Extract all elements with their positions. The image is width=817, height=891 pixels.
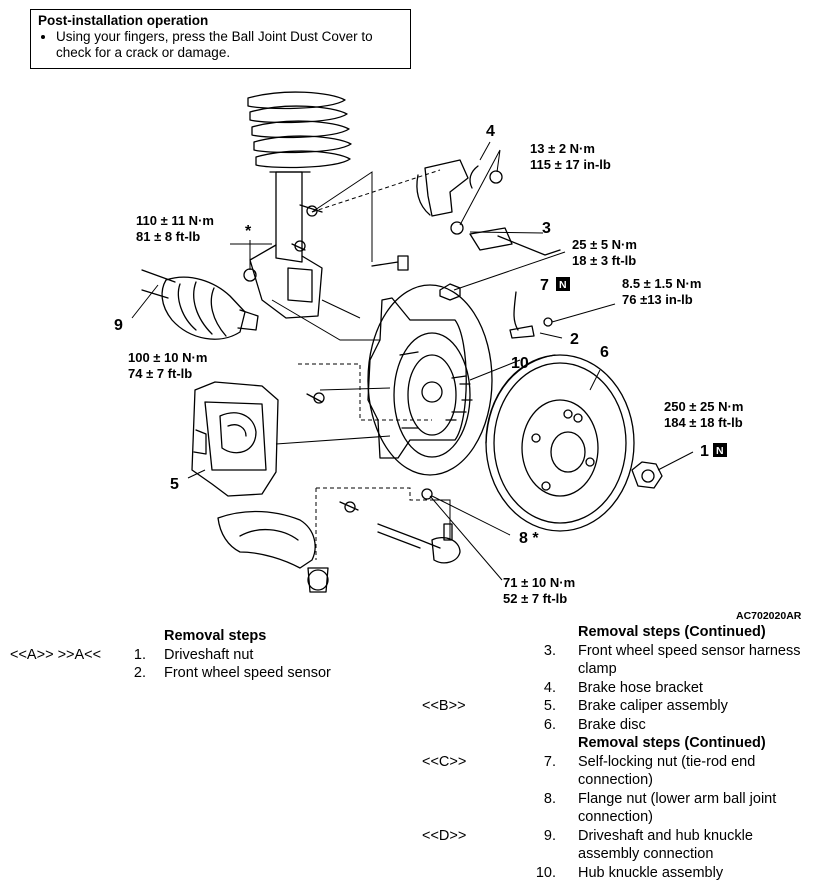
list-item: <<A>> >>A<< 1. Driveshaft nut <box>0 646 360 665</box>
list-item: 6. Brake disc <box>0 716 817 735</box>
post-installation-note: Post-installation operation Using your f… <box>30 9 411 69</box>
removal-steps-right: Removal steps (Continued) 3. Front wheel… <box>0 623 817 882</box>
step-number: 1. <box>133 646 146 663</box>
callout-5: 5 <box>170 476 179 493</box>
step-number: 3. <box>543 642 556 659</box>
new-part-mark-1: N <box>716 445 724 457</box>
torque-arm-ft: 52 ± 7 ft-lb <box>503 591 567 606</box>
speed-sensor-drawing <box>509 291 553 339</box>
note-title: Post-installation operation <box>38 13 209 28</box>
hub-knuckle-drawing <box>339 284 493 513</box>
step-number: 2. <box>133 665 146 681</box>
new-part-badge-7: N <box>556 277 570 291</box>
torque-sensor-in: 76 ±13 in-lb <box>622 292 693 307</box>
strut-body-drawing <box>249 171 323 319</box>
callout-1: 1 <box>700 443 709 460</box>
step-text: Hub knuckle assembly <box>578 864 724 881</box>
driveshaft-nut-drawing <box>631 461 663 489</box>
step-ref: <<D>> <box>422 827 467 844</box>
list-item: 10. Hub knuckle assembly <box>0 864 817 883</box>
step-number: 8. <box>543 790 556 807</box>
removal-steps-left: Removal steps <<A>> >>A<< 1. Driveshaft … <box>0 627 360 683</box>
removal-steps-continued-header-2: Removal steps (Continued) <box>578 735 766 751</box>
lower-arm-drawing <box>217 510 329 593</box>
list-item: 2. Front wheel speed sensor <box>0 664 360 683</box>
list-item: 4. Brake hose bracket <box>0 679 817 698</box>
tie-rod-end-drawing <box>377 523 461 564</box>
torque-bracket-nm: 13 ± 2 N·m <box>530 141 595 156</box>
torque-bracket-in: 115 ± 17 in-lb <box>530 157 611 172</box>
removal-steps-continued-header: Removal steps (Continued) <box>578 624 766 640</box>
step-ref: <<A>> >>A<< <box>10 646 102 663</box>
torque-hub-nm: 250 ± 25 N·m <box>664 399 743 414</box>
callout-3: 3 <box>542 220 551 237</box>
list-item: 8. Flange nut (lower arm ball joint conn… <box>0 790 817 827</box>
step-text: Driveshaft nut <box>164 646 254 663</box>
callout-10: 10 <box>511 355 529 372</box>
torque-nut7-ft: 18 ± 3 ft-lb <box>572 253 636 268</box>
removal-steps-header: Removal steps <box>164 628 267 644</box>
list-item: <<B>> 5. Brake caliper assembly <box>0 697 817 716</box>
step-ref: <<C>> <box>422 753 467 770</box>
new-part-badge-1: N <box>713 443 727 457</box>
note-bullet: Using your fingers, press the Ball Joint… <box>56 29 403 61</box>
driveshaft-drawing <box>141 269 259 340</box>
brake-disc-drawing <box>485 354 635 532</box>
step-number: 10. <box>535 864 556 881</box>
step-text: Front wheel speed sensor <box>164 665 331 681</box>
callout-6: 6 <box>600 344 609 361</box>
list-item: 3. Front wheel speed sensor harness clam… <box>0 642 817 679</box>
callout-2: 2 <box>570 331 579 348</box>
torque-caliper-ft: 74 ± 7 ft-lb <box>128 366 192 381</box>
coil-spring-drawing <box>247 91 352 169</box>
step-text: Brake hose bracket <box>578 679 703 696</box>
brake-hose-bracket-drawing <box>416 159 561 256</box>
list-item: <<D>> 9. Driveshaft and hub knuckle asse… <box>0 827 817 864</box>
callout-9: 9 <box>114 317 123 334</box>
step-text: Front wheel speed sensor harness clamp <box>578 642 801 678</box>
callout-4: 4 <box>486 123 495 140</box>
torque-caliper-nm: 100 ± 10 N·m <box>128 350 207 365</box>
new-part-mark-7: N <box>559 279 567 291</box>
step-number: 5. <box>543 698 556 714</box>
torque-sensor-nm: 8.5 ± 1.5 N·m <box>622 276 701 291</box>
brake-caliper-drawing <box>191 381 325 497</box>
step-text: Brake caliper assembly <box>578 698 728 714</box>
step-ref: <<B>> <box>422 698 466 714</box>
step-text: Self-locking nut (tie-rod end connection… <box>578 753 756 789</box>
torque-hub-ft: 184 ± 18 ft-lb <box>664 415 743 430</box>
callout-8: 8 * <box>519 530 539 547</box>
exploded-view-diagram: 4 3 7 N 2 6 10 1 N 9 5 8 * * 13 ± 2 N·m … <box>114 91 802 622</box>
torque-nut7-nm: 25 ± 5 N·m <box>572 237 637 252</box>
note-list: Using your fingers, press the Ball Joint… <box>38 29 403 61</box>
figure-code: AC702020AR <box>736 610 802 622</box>
asterisk-mark: * <box>245 223 252 240</box>
torque-strut-nm: 110 ± 11 N·m <box>136 213 214 228</box>
step-number: 4. <box>543 679 556 696</box>
step-number: 7. <box>543 753 556 770</box>
step-text: Driveshaft and hub knuckle assembly conn… <box>578 827 753 863</box>
torque-strut-ft: 81 ± 8 ft-lb <box>136 229 200 244</box>
torque-arm-nm: 71 ± 10 N·m <box>503 575 575 590</box>
step-text: Flange nut (lower arm ball joint connect… <box>578 790 777 826</box>
list-item: <<C>> 7. Self-locking nut (tie-rod end c… <box>0 753 817 790</box>
self-locking-nut-drawing <box>439 283 461 301</box>
step-text: Brake disc <box>578 716 646 733</box>
step-number: 9. <box>543 827 556 844</box>
step-number: 6. <box>543 716 556 733</box>
callout-7: 7 <box>540 277 549 294</box>
